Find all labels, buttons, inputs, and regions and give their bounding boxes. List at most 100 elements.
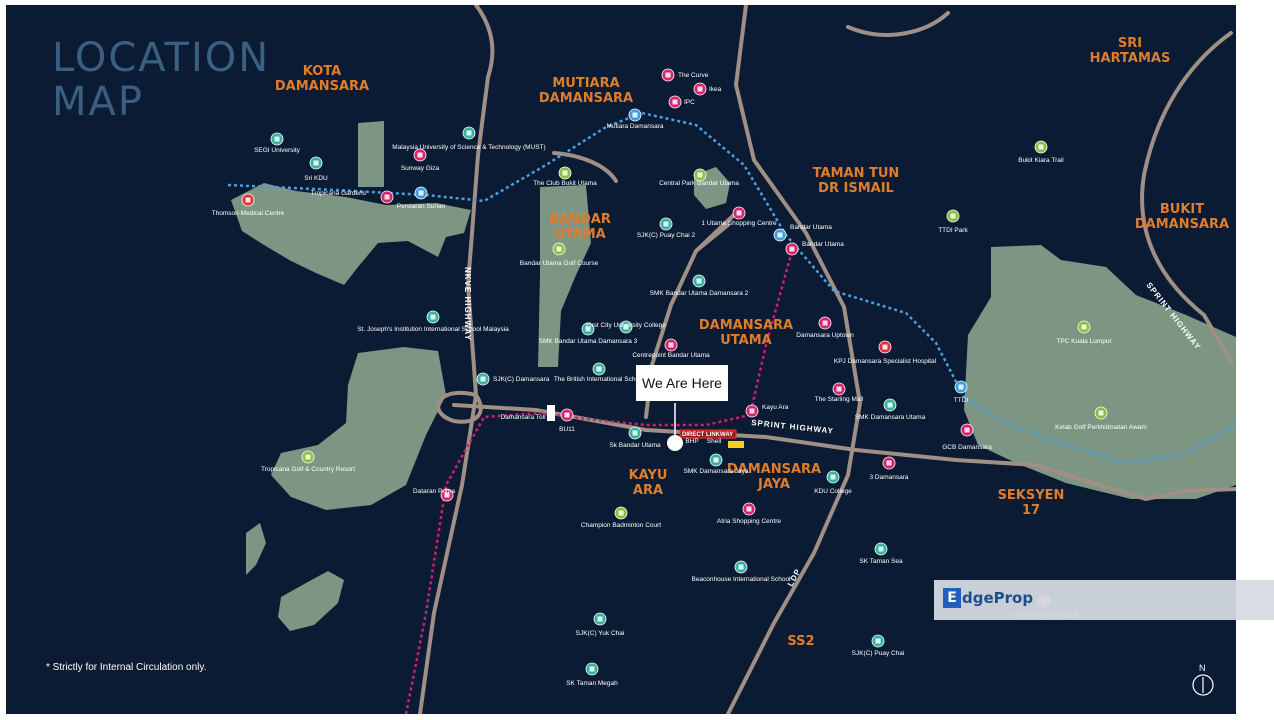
poi-label-1-utama: 1 Utama Shopping Centre <box>701 220 777 227</box>
poi-label-sk-taman-megah: SK Taman Megah <box>566 680 618 687</box>
sprint-highway-label: SPRINT HIGHWAY <box>751 418 835 436</box>
school-glyph-icon <box>585 326 591 332</box>
mall-glyph-icon <box>964 427 970 433</box>
poi-label-bukit-kiara: Bukit Kiara Trail <box>1018 157 1064 164</box>
edgeprop-watermark: E dgeProp <box>934 580 1274 620</box>
poi-label-thomson: Thomson Medical Centre <box>212 210 285 217</box>
area-label-kota-damansara: KOTA <box>303 64 341 79</box>
area-label-mutiara-damansara: MUTIARA <box>552 76 619 91</box>
edgeprop-logo-word: dgeProp <box>962 589 1034 607</box>
poi-label-starling: The Starling Mall <box>815 396 864 403</box>
roads <box>418 5 1236 714</box>
poi-label-damansara-uptown: Damansara Uptown <box>796 332 854 339</box>
area-label-bukit-damansara: DAMANSARA <box>1135 217 1229 232</box>
school-glyph-icon <box>623 324 629 330</box>
mall-glyph-icon <box>665 72 671 78</box>
school-glyph-icon <box>875 638 881 644</box>
poi-label-kdu-college: KDU College <box>814 488 852 495</box>
area-label-bandar-utama: UTAMA <box>554 227 605 242</box>
poi-label-kelab-golf: Kelab Golf Perkhidmatan Awam <box>1055 424 1147 431</box>
map-title-line2: MAP <box>52 79 144 125</box>
park-glyph-icon <box>556 246 562 252</box>
poi-label-sk-bandar-utama: Sk Bandar Utama <box>609 442 661 449</box>
mrt-glyph-icon <box>418 190 424 196</box>
mall-glyph-icon <box>822 320 828 326</box>
school-glyph-icon <box>738 564 744 570</box>
green-area-bandar-utama <box>538 185 591 367</box>
poi-label-smk-du: SMK Damansara Utama <box>855 414 926 421</box>
area-label-sri-hartamas: HARTAMAS <box>1090 51 1171 66</box>
school-glyph-icon <box>313 160 319 166</box>
school-glyph-icon <box>713 457 719 463</box>
green-area-kota-north <box>358 121 384 187</box>
mrt-glyph-icon <box>632 112 638 118</box>
road-sprint-highway <box>452 403 1236 502</box>
toll-marker <box>547 405 555 421</box>
school-glyph-icon <box>466 130 472 136</box>
poi-label-british-school: The British International School <box>554 376 645 383</box>
park-glyph-icon <box>1081 324 1087 330</box>
poi-label-persiaran-surian: Persiaran Surian <box>397 203 446 210</box>
road-link-1utama <box>694 223 730 253</box>
poi-label-champion-court: Champion Badminton Court <box>581 522 661 529</box>
school-glyph-icon <box>696 278 702 284</box>
school-glyph-icon <box>596 366 602 372</box>
green-area-ttdi <box>964 245 1236 499</box>
direct-linkway-box <box>679 429 737 439</box>
poi-label-tpc: TPC Kuala Lumpur <box>1056 338 1112 345</box>
area-label-bandar-utama: BANDAR <box>549 212 611 227</box>
hospital-glyph-icon <box>245 197 251 203</box>
poi-label-centrepoint: Centrepoint Bandar Utama <box>632 352 710 359</box>
school-glyph-icon <box>663 221 669 227</box>
area-label-kota-damansara: DAMANSARA <box>275 79 369 94</box>
mall-glyph-icon <box>697 86 703 92</box>
area-label-sri-hartamas: SRI <box>1118 36 1142 51</box>
poi-label-segi: SEGI University <box>254 147 301 154</box>
poi-label-ipc: IPC <box>684 99 695 106</box>
mall-glyph-icon <box>668 342 674 348</box>
map-canvas: NKVE HIGHWAY SPRINT HIGHWAY SPRINT HIGHW… <box>46 5 1236 714</box>
poi-label-atria: Atria Shopping Centre <box>717 518 781 525</box>
mall-glyph-icon <box>886 460 892 466</box>
train-glyph-icon <box>564 412 570 418</box>
area-label-damansara-jaya: DAMANSARA <box>727 462 821 477</box>
school-glyph-icon <box>480 376 486 382</box>
area-label-kayu-ara: KAYU <box>629 468 668 483</box>
school-glyph-icon <box>878 546 884 552</box>
school-glyph-icon <box>597 616 603 622</box>
poi-label-sri-kdu: Sri KDU <box>304 175 328 182</box>
green-area-southwest <box>246 523 266 575</box>
school-glyph-icon <box>830 474 836 480</box>
green-areas <box>231 121 1236 631</box>
poi-label-sjkc-puay-chai-2: SJK(C) Puay Chai 2 <box>637 232 696 239</box>
poi-label-smk-bu-2: SMK Bandar Utama Damansara 2 <box>650 290 749 297</box>
area-label-damansara-jaya: JAYA <box>757 477 790 492</box>
area-label-mutiara-damansara: DAMANSARA <box>539 91 633 106</box>
mall-glyph-icon <box>417 152 423 158</box>
area-label-seksyen-17: 17 <box>1022 503 1040 518</box>
poi-label-bu-stn: Bandar Utama <box>790 224 832 231</box>
area-label-ss2: SS2 <box>787 634 814 649</box>
park-glyph-icon <box>562 170 568 176</box>
north-compass-icon: N <box>1192 663 1214 696</box>
poi-label-sjkc-puay-chai: SJK(C) Puay Chai <box>852 650 905 657</box>
poi-label-damansara-toll: Damansara Toll <box>500 414 546 421</box>
poi-label-dataran-prima: Dataran Prima <box>413 488 455 495</box>
poi-label-3-damansara: 3 Damansara <box>869 474 908 481</box>
road-nkve-loop <box>436 390 483 424</box>
poi-label-smk-bu-3: SMK Bandar Utama Damansara 3 <box>539 338 638 345</box>
poi-label-bhp: BHP <box>685 438 698 445</box>
direct-linkway-label: DIRECT LINKWAY <box>682 432 733 438</box>
hospital-glyph-icon <box>882 344 888 350</box>
school-glyph-icon <box>589 666 595 672</box>
area-label-damansara-utama: UTAMA <box>720 333 771 348</box>
train-glyph-icon <box>789 246 795 252</box>
mrt-glyph-icon <box>958 384 964 390</box>
area-label-taman-tun-dr-ismail: TAMAN TUN <box>813 166 900 181</box>
train-glyph-icon <box>444 492 450 498</box>
school-glyph-icon <box>887 402 893 408</box>
road-nkve <box>418 5 495 714</box>
location-map: NKVE HIGHWAY SPRINT HIGHWAY SPRINT HIGHW… <box>6 5 1236 714</box>
